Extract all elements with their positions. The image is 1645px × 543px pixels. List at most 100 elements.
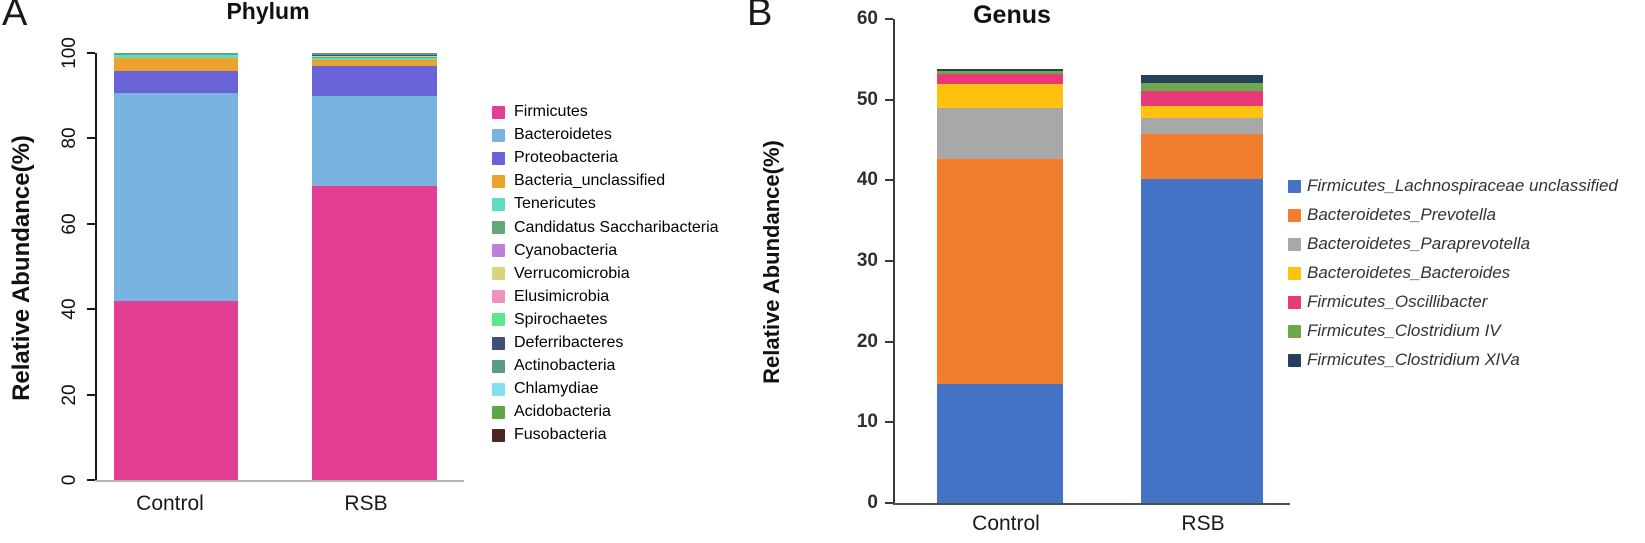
- bar-segment: [937, 71, 1063, 74]
- legend-label: Chlamydiae: [514, 380, 599, 398]
- legend-label: Spirochaetes: [514, 310, 608, 328]
- legend-swatch: [492, 290, 505, 304]
- bar-segment: [114, 55, 238, 59]
- y-tick-label: 60: [59, 213, 80, 235]
- bar-segment: [312, 56, 437, 59]
- bar-segment: [312, 53, 437, 55]
- y-tick-mark: [885, 260, 893, 262]
- legend-label: Proteobacteria: [514, 149, 619, 167]
- y-tick-label: 60: [856, 8, 878, 29]
- x-category-label: Control: [972, 512, 1040, 535]
- y-tick-label: 0: [59, 474, 80, 486]
- legend-swatch: [492, 428, 505, 442]
- legend-swatch: [492, 244, 505, 258]
- legend-swatch: [492, 313, 505, 327]
- bar-segment: [114, 58, 238, 72]
- legend-label: Deferribacteres: [514, 334, 624, 351]
- bar-segment: [937, 69, 1063, 72]
- legend-label: Firmicutes_Clostridium XlVa: [1307, 350, 1520, 369]
- legend-label: Actinobacteria: [514, 357, 616, 375]
- legend-swatch: [1288, 266, 1301, 280]
- legend-label: Tenericutes: [514, 195, 596, 213]
- y-axis-line: [893, 19, 895, 503]
- legend-label: Firmicutes_Lachnospiraceae unclassified: [1307, 176, 1618, 195]
- bar-segment: [1141, 178, 1263, 503]
- y-tick-label: 20: [856, 330, 878, 352]
- panel-b-title: Genus: [973, 1, 1051, 29]
- bar-segment: [937, 73, 1063, 85]
- legend-swatch: [492, 221, 505, 234]
- legend-swatch: [492, 197, 505, 211]
- y-tick-label: 20: [59, 384, 80, 406]
- bar-segment: [1141, 134, 1263, 179]
- y-tick-mark: [885, 98, 893, 101]
- x-category-label: RSB: [1181, 512, 1225, 535]
- legend-label: Firmicutes: [514, 103, 588, 120]
- y-tick-label: 40: [59, 298, 80, 320]
- x-axis-line: [893, 503, 1290, 505]
- legend-label: Bacteroidetes: [514, 126, 612, 144]
- bar-segment: [312, 58, 437, 66]
- legend-label: Verrucomicrobia: [514, 264, 630, 282]
- bar-segment: [1141, 82, 1263, 91]
- y-tick-label: 10: [856, 411, 878, 433]
- panel-b-label: B: [747, 0, 773, 34]
- legend-label: Acidobacteria: [514, 403, 611, 421]
- legend-swatch: [492, 128, 505, 142]
- bar-segment: [312, 186, 437, 480]
- y-tick-mark: [87, 479, 95, 481]
- bar-segment: [312, 54, 437, 56]
- panel-a-title: Phylum: [226, 0, 310, 24]
- legend-swatch: [492, 359, 505, 373]
- legend-label: Bacteroidetes_Prevotella: [1307, 205, 1497, 224]
- legend-swatch: [1288, 295, 1301, 309]
- bar-segment: [312, 55, 437, 57]
- panel-a-label: A: [2, 0, 28, 34]
- bar-segment: [937, 159, 1063, 385]
- bar-segment: [114, 53, 238, 56]
- x-category-label: RSB: [344, 492, 388, 515]
- bar-segment: [937, 384, 1063, 503]
- legend-swatch: [492, 405, 505, 419]
- y-tick-mark: [87, 52, 95, 54]
- legend-label: Cyanobacteria: [514, 241, 618, 259]
- legend-swatch: [492, 336, 505, 350]
- y-tick-mark: [885, 18, 893, 20]
- y-tick-mark: [87, 308, 95, 311]
- y-tick-mark: [885, 421, 893, 424]
- legend-label: Firmicutes_Oscillibacter: [1307, 292, 1488, 311]
- legend-swatch: [1288, 324, 1301, 338]
- y-tick-label: 50: [856, 88, 878, 110]
- legend-swatch: [492, 382, 505, 396]
- y-tick-label: 80: [59, 127, 80, 149]
- y-tick-label: 30: [856, 250, 878, 271]
- bar-segment: [312, 95, 437, 187]
- panel-a-y-axis-title: Relative Abundance(%): [8, 135, 35, 401]
- bar-segment: [937, 84, 1063, 108]
- bar-segment: [114, 300, 238, 480]
- bar-segment: [1141, 90, 1263, 107]
- y-tick-mark: [87, 222, 95, 225]
- x-axis-line: [95, 480, 464, 482]
- bar-segment: [1141, 106, 1263, 119]
- y-tick-mark: [885, 179, 893, 182]
- x-category-label: Control: [136, 492, 204, 515]
- legend-swatch: [492, 174, 505, 188]
- y-tick-mark: [87, 137, 95, 140]
- y-tick-label: 40: [856, 169, 878, 191]
- bar-segment: [114, 93, 238, 301]
- bar-segment: [312, 58, 437, 60]
- y-tick-label: 100: [59, 37, 80, 69]
- legend-label: Bacteroidetes_Paraprevotella: [1307, 234, 1531, 253]
- panel-b-y-axis-title: Relative Abundance(%): [759, 140, 784, 384]
- legend-label: Fusobacteria: [514, 426, 607, 444]
- y-tick-label: 0: [867, 492, 878, 513]
- legend-label: Candidatus Saccharibacteria: [514, 218, 719, 236]
- legend-swatch: [492, 267, 505, 281]
- legend-label: Elusimicrobia: [514, 287, 610, 305]
- legend-swatch: [1288, 237, 1301, 251]
- bar-segment: [937, 107, 1063, 160]
- y-tick-mark: [885, 502, 893, 504]
- legend-swatch: [492, 151, 505, 165]
- legend-label: Bacteria_unclassified: [514, 172, 666, 190]
